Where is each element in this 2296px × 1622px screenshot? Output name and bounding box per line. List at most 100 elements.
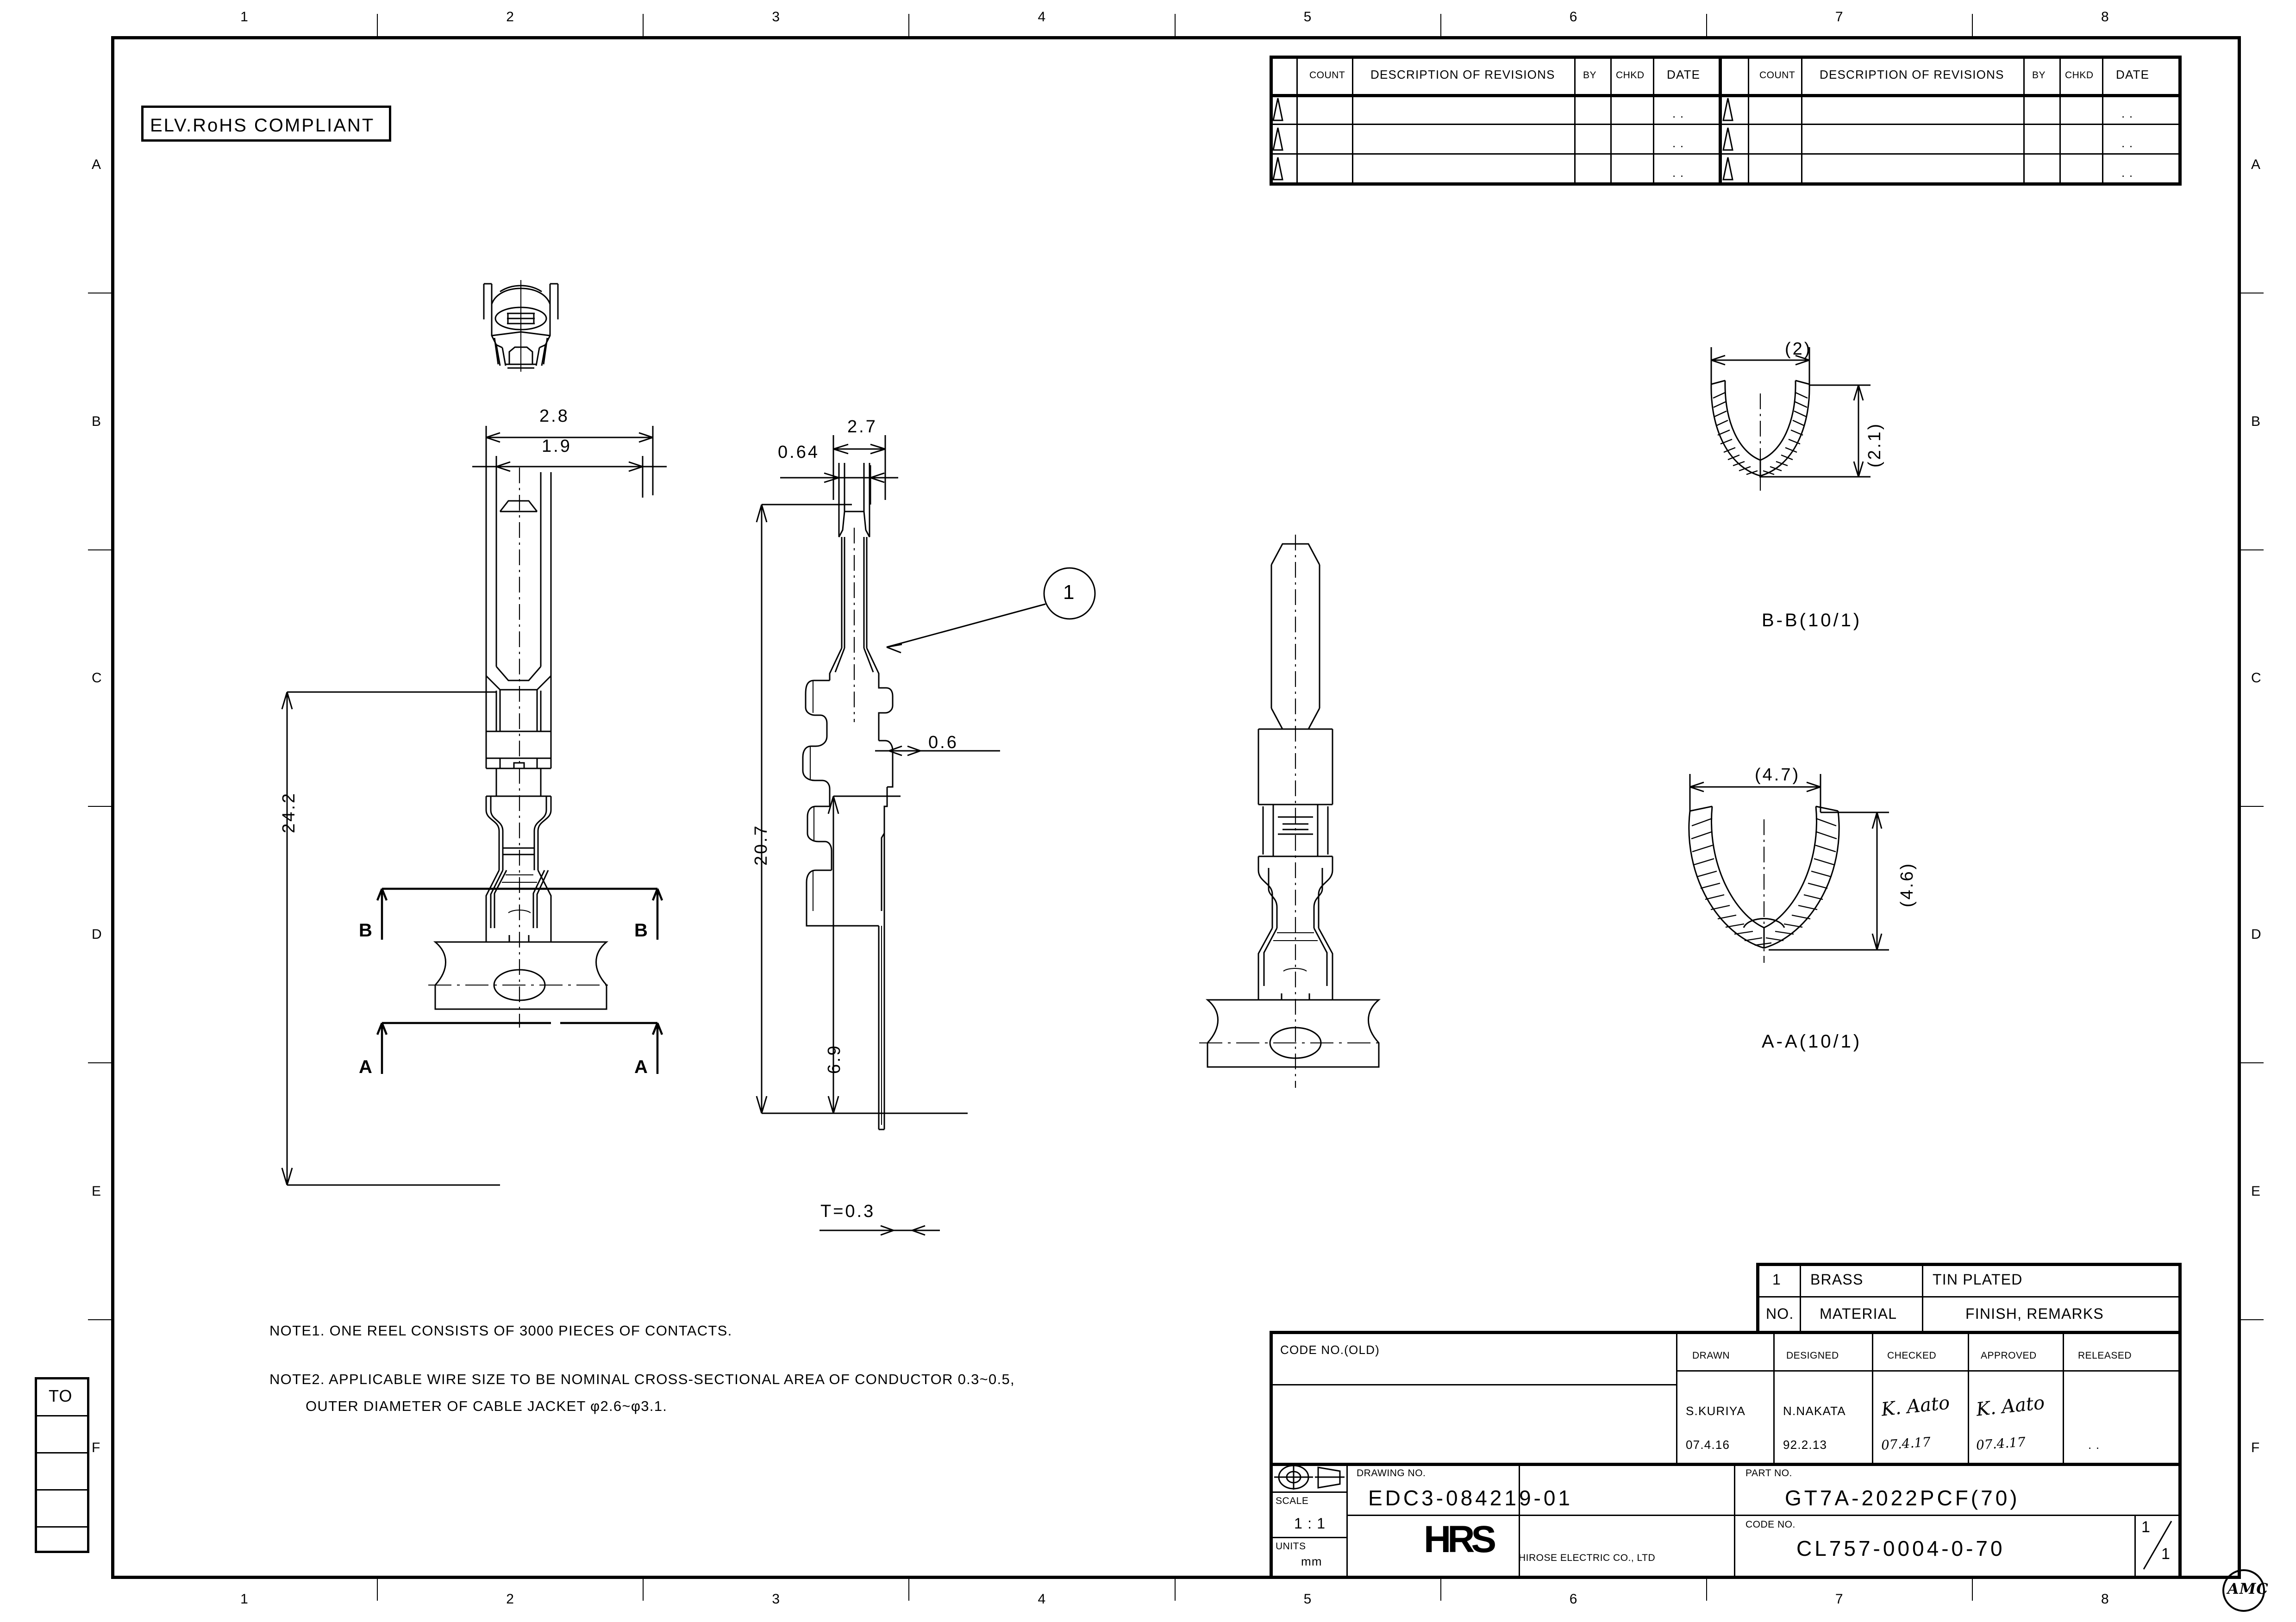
row-label-left-F: F (92, 1440, 101, 1455)
rev-col-e (1653, 56, 1654, 184)
zone-tick-b-5 (1440, 1578, 1441, 1601)
section-bb-view (1710, 380, 1810, 491)
rev-date-left-2: . . (1672, 136, 1684, 150)
dim-front-length-total: 24.2 (279, 792, 299, 833)
dim-side-step: 0.6 (928, 733, 958, 752)
tb-units-value: mm (1301, 1554, 1322, 1568)
dim-side-step-leader (875, 745, 1000, 756)
zone-label-top-2: 2 (506, 9, 514, 25)
tb-col-drawn: DRAWN (1692, 1350, 1730, 1361)
zone-tick-t-2 (643, 14, 644, 36)
mat-mid (1756, 1296, 2182, 1298)
tb-code-no-old-label: CODE NO.(OLD) (1280, 1343, 1380, 1357)
zone-tick-b-3 (908, 1578, 910, 1601)
tb-mid (1270, 1463, 2182, 1466)
zone-label-bottom-2: 2 (506, 1591, 514, 1607)
rev-header-desc-right: DESCRIPTION OF REVISIONS (1820, 68, 2004, 81)
tb-code-no-label: CODE NO. (1745, 1519, 1796, 1530)
tb-scale-value: 1 : 1 (1294, 1515, 1326, 1532)
tb-col-designed: DESIGNED (1786, 1350, 1839, 1361)
rev-date-left-1: . . (1672, 106, 1684, 120)
to-box-frame (35, 1377, 89, 1553)
tb-units-label: UNITS (1276, 1541, 1306, 1552)
tb-company-name: HIROSE ELECTRIC CO., LTD (1519, 1553, 1656, 1563)
rev-date-right-3: . . (2121, 166, 2133, 180)
rev-header-count-left: COUNT (1309, 70, 1345, 81)
tb-bottom (1270, 1576, 2182, 1579)
rev-row-line-2 (1270, 153, 2182, 155)
zone-tick-r-2 (2240, 549, 2264, 550)
row-label-left-C: C (92, 670, 102, 686)
zone-label-bottom-3: 3 (772, 1591, 780, 1607)
rev-date-left-3: . . (1672, 166, 1684, 180)
note-2-line-2: OUTER DIAMETER OF CABLE JACKET φ2.6~φ3.1… (306, 1398, 668, 1414)
row-label-left-E: E (92, 1183, 102, 1199)
tb-code-no-value: CL757-0004-0-70 (1796, 1536, 2005, 1560)
tb-appr-c4 (2063, 1331, 2064, 1463)
dim-section-aa-height: (4.6) (1897, 861, 1917, 907)
zone-tick-b-7 (1971, 1578, 1973, 1601)
section-aa-view (1688, 805, 1840, 963)
note-1: NOTE1. ONE REEL CONSISTS OF 3000 PIECES … (269, 1323, 732, 1339)
sheet-border-right (2238, 36, 2241, 1579)
rev-header-count-right: COUNT (1759, 70, 1796, 81)
mat-right (2178, 1263, 2182, 1332)
tb-appr-c3 (1968, 1331, 1969, 1463)
zone-tick-b-4 (1174, 1578, 1176, 1601)
mat-left (1756, 1263, 1759, 1332)
zone-label-bottom-8: 8 (2101, 1591, 2109, 1607)
zone-label-bottom-7: 7 (1835, 1591, 1844, 1607)
tb-lower-h1 (1270, 1491, 1346, 1493)
rev-frame-bottom (1270, 182, 2182, 186)
tb-col-checked: CHECKED (1887, 1350, 1937, 1361)
tb-appr-c2 (1872, 1331, 1873, 1463)
rev-col-g (1801, 56, 1802, 184)
side-view-top-dimensions (780, 435, 898, 505)
rear-view (1199, 535, 1384, 1088)
dim-section-aa-width: (4.7) (1755, 765, 1801, 785)
tb-lower-v2 (1519, 1463, 1520, 1576)
rev-col-split (1719, 56, 1722, 184)
row-label-left-B: B (92, 413, 102, 429)
mat-col-2 (1922, 1263, 1923, 1332)
tb-name-checked: K. Aato (1880, 1392, 1951, 1421)
dim-thickness-leader (820, 1225, 940, 1236)
rev-frame-left (1270, 56, 1273, 184)
hrs-logo-text: HRS (1424, 1518, 1496, 1560)
zone-tick-b-2 (643, 1578, 644, 1601)
front-view-dimensions (281, 426, 667, 1186)
dim-side-width-outer: 2.7 (847, 417, 877, 437)
row-label-right-C: C (2251, 670, 2262, 686)
rev-row-line-1 (1270, 124, 2182, 125)
tb-name-approved: K. Aato (1975, 1392, 2046, 1421)
rev-header-desc-left: DESCRIPTION OF REVISIONS (1370, 68, 1555, 81)
zone-tick-l-4 (88, 1062, 111, 1064)
row-label-right-E: E (2251, 1183, 2261, 1199)
tb-sheet-no: 1 (2141, 1518, 2151, 1536)
zone-label-top-3: 3 (772, 9, 780, 25)
zone-tick-r-4 (2240, 1062, 2264, 1064)
zone-label-bottom-5: 5 (1303, 1591, 1312, 1607)
tb-date-approved: 07.4.17 (1975, 1434, 2026, 1453)
dim-section-bb-width: (2) (1785, 339, 1812, 359)
zone-tick-l-3 (88, 806, 111, 807)
zone-label-top-5: 5 (1303, 9, 1312, 25)
first-angle-projection-icon (1274, 1465, 1345, 1490)
zone-tick-t-5 (1440, 14, 1441, 36)
dim-section-bb-height: (2.1) (1865, 422, 1884, 468)
section-aa-dimensions (1689, 774, 1889, 951)
side-view-length-dimensions (756, 504, 968, 1114)
zone-label-top-8: 8 (2101, 9, 2109, 25)
front-view (428, 468, 613, 1028)
dim-side-width-tip: 0.64 (778, 443, 820, 462)
sheet-border-top (111, 36, 2241, 39)
rev-col-i (2059, 56, 2061, 184)
tb-date-checked: 07.4.17 (1880, 1434, 1931, 1453)
row-label-left-A: A (92, 157, 102, 173)
dim-side-length-lower: 6.9 (825, 1044, 844, 1074)
tb-lower-h2 (1270, 1537, 1346, 1538)
zone-label-bottom-4: 4 (1038, 1591, 1046, 1607)
rev-frame-right (2178, 56, 2182, 184)
section-bb-dimensions (1710, 347, 1871, 478)
sheet-border-left (111, 36, 114, 1579)
